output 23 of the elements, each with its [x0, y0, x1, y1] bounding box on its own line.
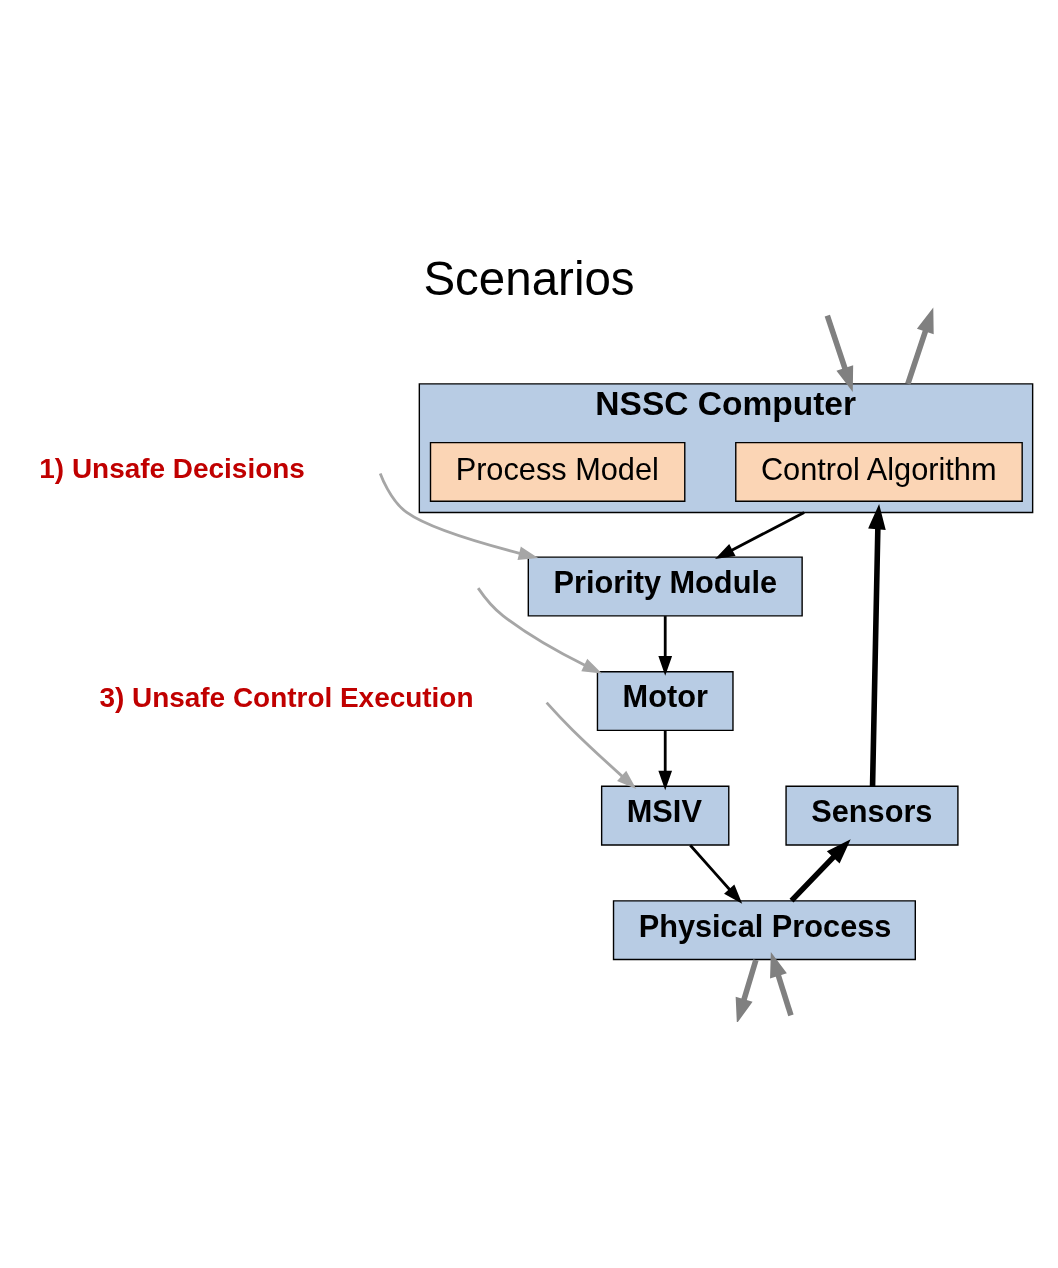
arrow — [789, 839, 851, 903]
arrow — [735, 959, 759, 1022]
node-box: Process Model — [429, 441, 686, 502]
arrow — [477, 587, 602, 674]
arrow — [770, 951, 794, 1017]
arrow — [545, 701, 637, 789]
arrow — [658, 730, 673, 791]
node-box: Sensors — [785, 785, 959, 846]
arrow — [868, 504, 886, 787]
arrow — [689, 844, 743, 904]
label: 3) Unsafe Control Execution — [99, 681, 474, 713]
arrow — [378, 472, 539, 560]
node-box: MSIV — [600, 785, 730, 846]
label: 1) Unsafe Decisions — [39, 452, 305, 484]
node-box: Priority Module — [527, 556, 803, 617]
arrow — [658, 616, 673, 676]
arrow — [905, 307, 934, 385]
arrow — [824, 314, 854, 392]
node-box: Control Algorithm — [735, 441, 1023, 502]
node-box: Motor — [596, 671, 734, 732]
arrow — [715, 511, 805, 560]
diagram-title: Scenarios — [423, 252, 635, 306]
node-box: Physical Process — [612, 900, 916, 961]
